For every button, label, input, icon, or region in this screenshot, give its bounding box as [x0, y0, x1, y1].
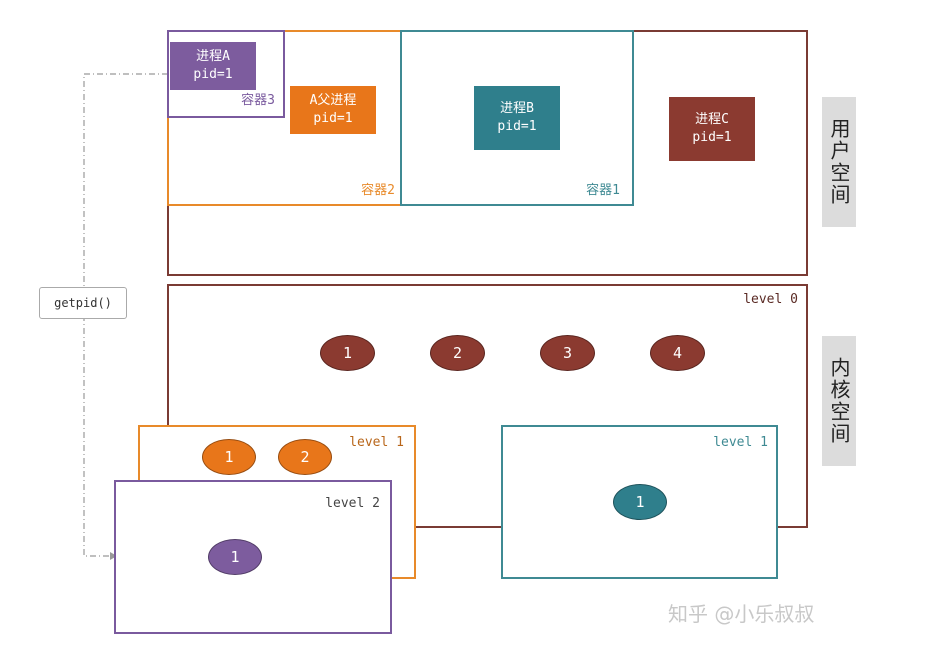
process-a-parent-name: A父进程	[309, 93, 357, 108]
level0-node-4: 4	[650, 335, 705, 371]
container2-label: 容器2	[361, 183, 395, 198]
watermark: 知乎 @小乐叔叔	[668, 602, 815, 626]
user-space-label-text: 用户空间	[827, 118, 851, 206]
process-c-pid: pid=1	[692, 130, 732, 145]
process-a-parent-pid: pid=1	[313, 111, 353, 126]
process-c-name: 进程C	[695, 112, 729, 127]
kernel-space-label-text: 内核空间	[827, 357, 851, 445]
level1-orange-node-2-label: 2	[300, 448, 310, 466]
process-b: 进程B pid=1	[474, 86, 560, 150]
level0-label: level 0	[743, 292, 798, 307]
getpid-label: getpid()	[54, 296, 112, 310]
process-a-name: 进程A	[196, 49, 230, 64]
level1-orange-label: level 1	[349, 435, 404, 450]
level2-node-1: 1	[208, 539, 262, 575]
level1-orange-node-1: 1	[202, 439, 256, 475]
level2-box: level 2	[114, 480, 392, 634]
getpid-arrow-head	[110, 552, 117, 560]
process-a-pid: pid=1	[193, 67, 233, 82]
level0-node-1-label: 1	[342, 344, 353, 362]
container1-label: 容器1	[586, 183, 620, 198]
level1-orange-node-1-label: 1	[224, 448, 234, 466]
level0-node-3-label: 3	[562, 344, 573, 362]
level0-node-4-label: 4	[672, 344, 683, 362]
process-b-name: 进程B	[500, 101, 534, 116]
kernel-space-label: 内核空间	[822, 336, 856, 466]
getpid-box: getpid()	[39, 287, 127, 319]
level2-node-1-label: 1	[230, 548, 240, 566]
user-space-label: 用户空间	[822, 97, 856, 227]
level1-teal-node-1: 1	[613, 484, 667, 520]
container1-box: 容器1	[400, 30, 634, 206]
level0-node-1: 1	[320, 335, 375, 371]
level1-teal-node-1-label: 1	[635, 493, 645, 511]
process-c: 进程C pid=1	[669, 97, 755, 161]
level1-orange-node-2: 2	[278, 439, 332, 475]
level1-teal-label: level 1	[713, 435, 768, 450]
level2-label: level 2	[325, 496, 380, 511]
container3-label: 容器3	[241, 93, 275, 108]
level0-node-2: 2	[430, 335, 485, 371]
process-a-parent: A父进程 pid=1	[290, 86, 376, 134]
level0-node-2-label: 2	[452, 344, 463, 362]
process-a: 进程A pid=1	[170, 42, 256, 90]
level0-node-3: 3	[540, 335, 595, 371]
process-b-pid: pid=1	[497, 119, 537, 134]
